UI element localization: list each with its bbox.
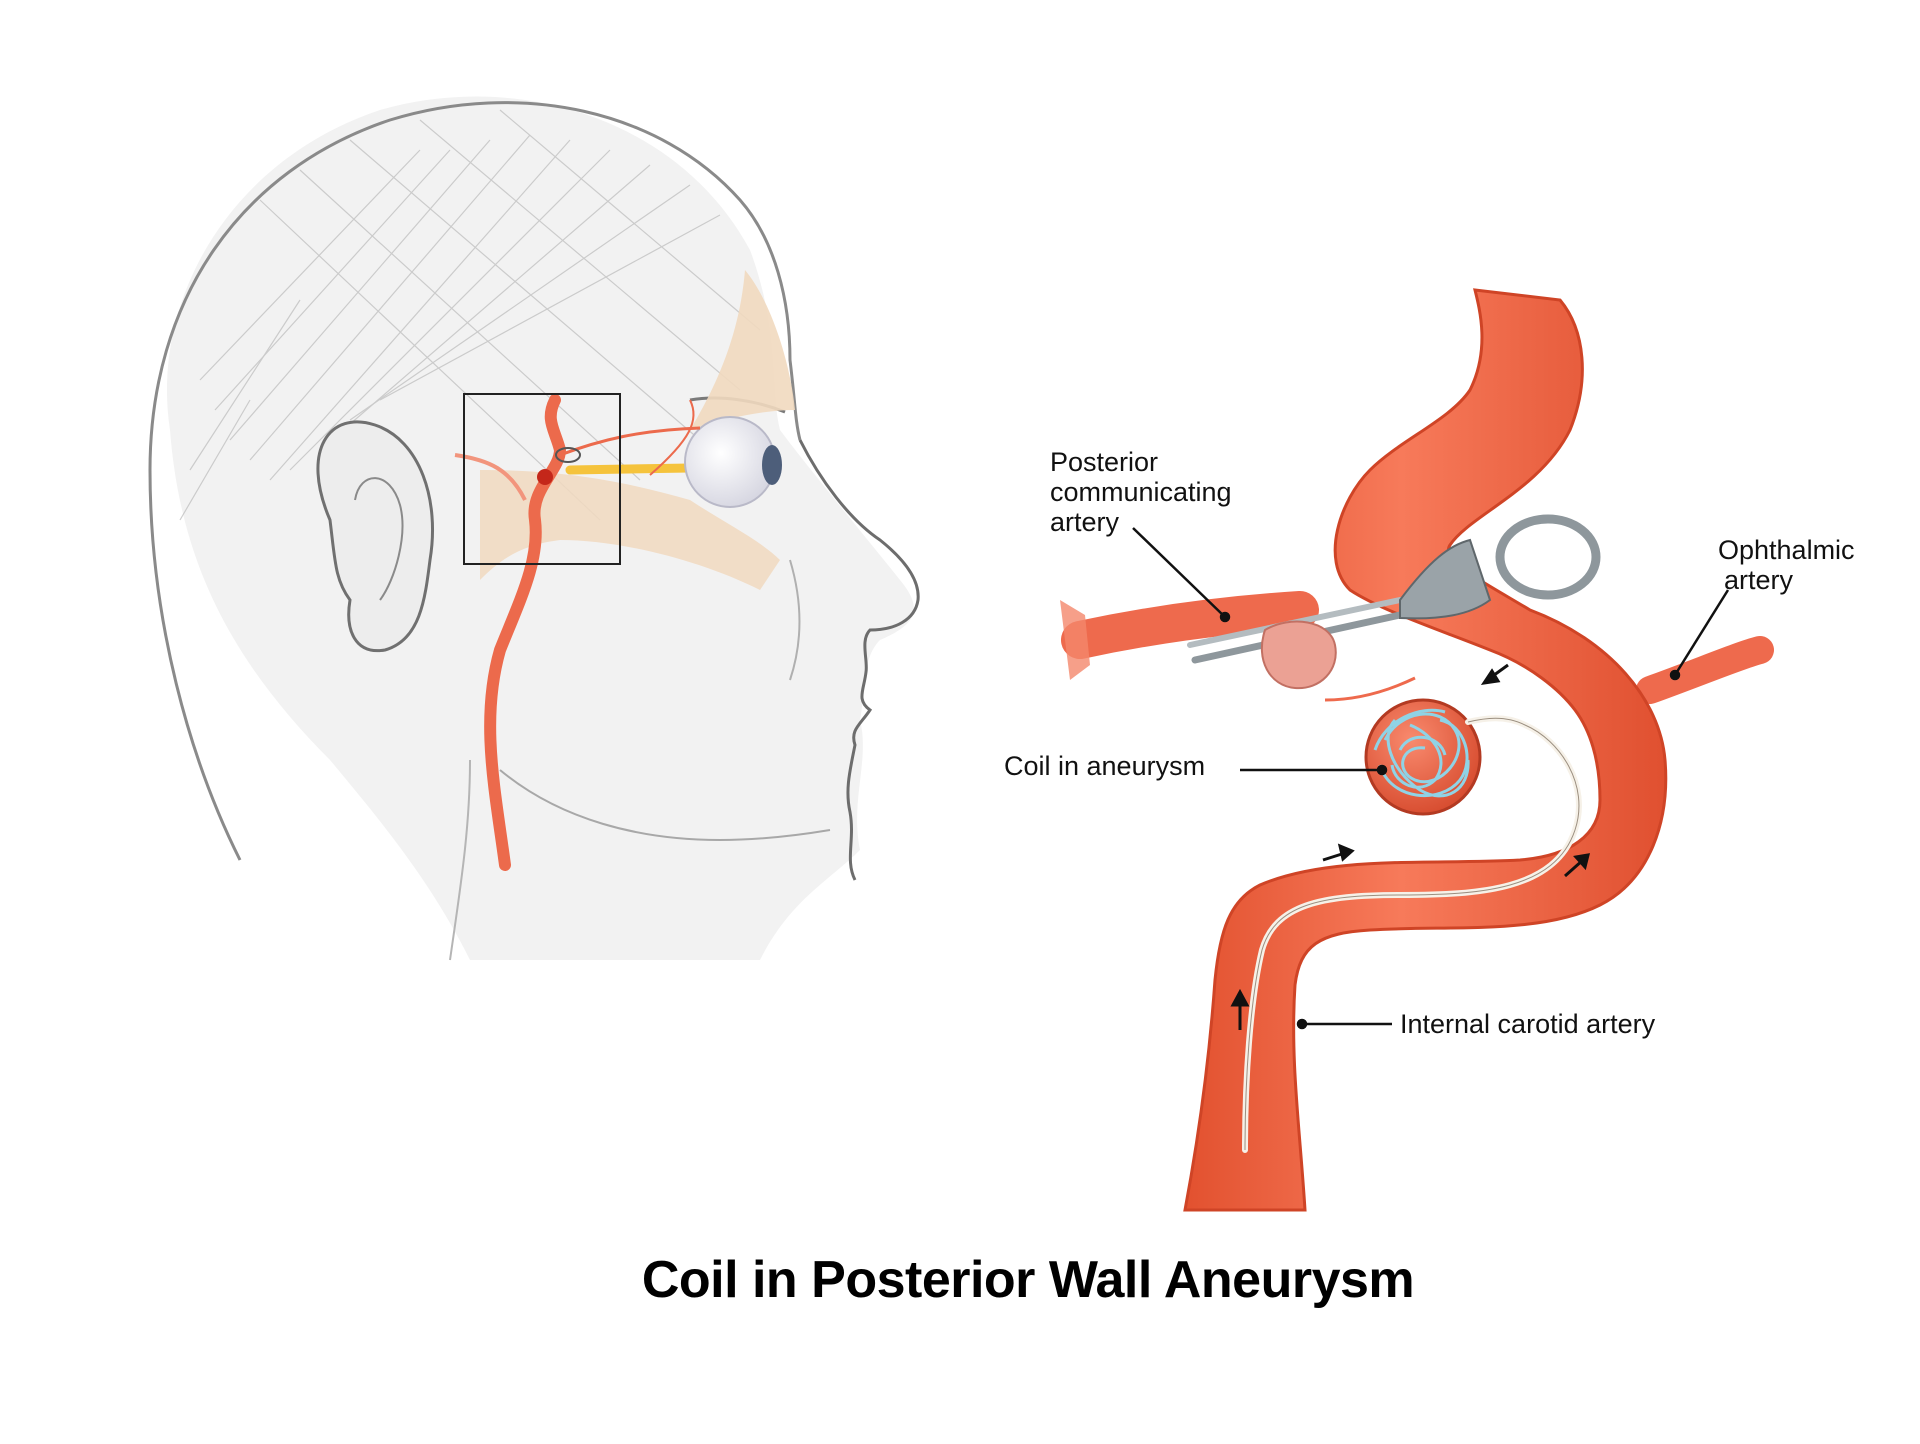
ophthalmic-artery bbox=[1636, 636, 1774, 704]
flow-arrow-4-head bbox=[1480, 668, 1501, 685]
face-profile bbox=[798, 439, 920, 881]
posterior-communicating-artery bbox=[1061, 591, 1319, 659]
nasolabial-line bbox=[789, 559, 801, 681]
label-pcomm-line-1: Posterior bbox=[1050, 447, 1159, 477]
head-illustration bbox=[148, 96, 920, 961]
iris bbox=[762, 445, 782, 485]
label-posterior-communicating-artery: Posterior communicating artery bbox=[1050, 447, 1232, 537]
head-artery-branch-3 bbox=[454, 453, 527, 501]
head-outline bbox=[148, 101, 802, 861]
leader-ophthalmic-dot bbox=[1669, 669, 1681, 681]
head-aneurysm bbox=[537, 469, 553, 485]
ica-vessel bbox=[1183, 288, 1668, 1212]
neck-line bbox=[449, 759, 471, 961]
zoom-box bbox=[463, 393, 621, 565]
hair-hatching bbox=[179, 109, 761, 521]
flow-arrow-1-head bbox=[1230, 988, 1250, 1007]
figure-title: Coil in Posterior Wall Aneurysm bbox=[641, 1251, 1415, 1309]
perforator-artery bbox=[1324, 676, 1416, 702]
flow-arrow-2-head bbox=[1337, 843, 1355, 862]
jaw-line bbox=[499, 769, 831, 842]
ear bbox=[316, 420, 434, 653]
head-carotid bbox=[484, 394, 567, 871]
leader-ica-dot bbox=[1296, 1018, 1308, 1030]
head-artery-branch-2 bbox=[649, 399, 695, 476]
optic-nerve bbox=[565, 463, 695, 475]
label-internal-carotid-artery: Internal carotid artery bbox=[1400, 1009, 1656, 1039]
leader-coil-dot bbox=[1376, 764, 1388, 776]
label-ophthalmic-line-1: Ophthalmic bbox=[1718, 535, 1855, 565]
eyeball bbox=[684, 416, 776, 508]
flow-arrows bbox=[1230, 663, 1591, 1030]
label-pcomm-line-2: communicating bbox=[1050, 477, 1232, 507]
label-pcomm-line-3: artery bbox=[1050, 507, 1120, 537]
leader-pcomm bbox=[1132, 527, 1226, 618]
label-ophthalmic-line-2: artery bbox=[1724, 565, 1794, 595]
catheter-outline bbox=[1244, 717, 1580, 1151]
flow-arrow-3-head bbox=[1573, 853, 1591, 871]
leader-lines bbox=[1132, 527, 1730, 1030]
leader-pcomm-dot bbox=[1219, 611, 1231, 623]
ear-inner bbox=[354, 477, 404, 601]
head-clip bbox=[555, 447, 581, 463]
pcomm-fan bbox=[1060, 600, 1090, 680]
leader-ophthalmic bbox=[1673, 589, 1730, 676]
head-artery-branch bbox=[559, 426, 701, 457]
artery-detail bbox=[1060, 288, 1774, 1212]
label-ophthalmic-artery: Ophthalmic artery bbox=[1718, 535, 1855, 595]
coil bbox=[1373, 708, 1470, 798]
clipped-tissue bbox=[1260, 620, 1337, 690]
skull-bone bbox=[690, 270, 795, 430]
skull-base bbox=[480, 470, 780, 590]
label-coil-in-aneurysm: Coil in aneurysm bbox=[1004, 751, 1206, 781]
